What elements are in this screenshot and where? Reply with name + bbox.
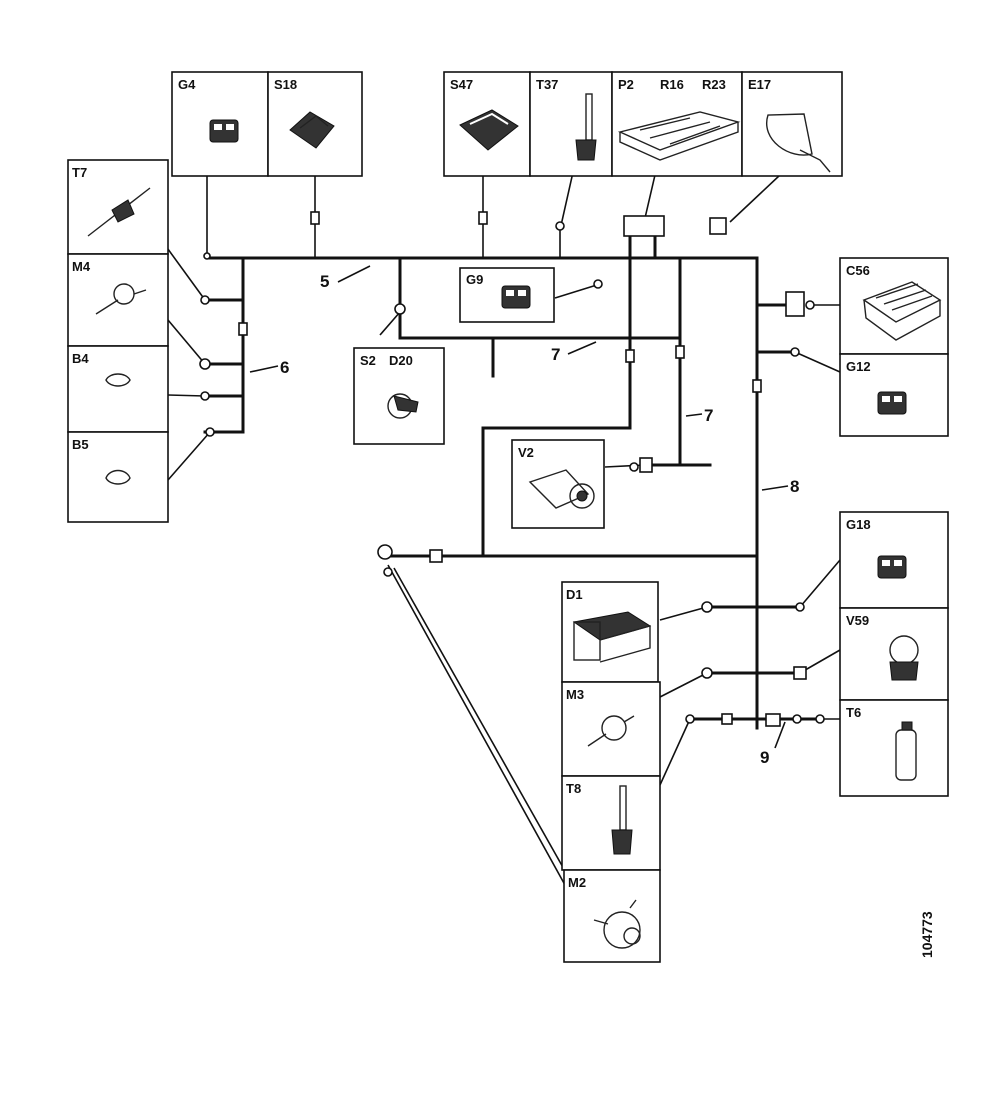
label-g4: G4	[178, 77, 196, 92]
label-p2: P2	[618, 77, 634, 92]
label-b4: B4	[72, 351, 89, 366]
label-r23: R23	[702, 77, 726, 92]
component-v59: V59	[839, 607, 949, 701]
label-m2: M2	[568, 875, 586, 890]
component-m4: M4	[67, 253, 169, 347]
label-g12: G12	[846, 359, 871, 374]
component-s18: S18	[267, 71, 363, 177]
label-s18: S18	[274, 77, 297, 92]
component-g12: G12	[839, 353, 949, 437]
label-g18: G18	[846, 517, 871, 532]
label-t7: T7	[72, 165, 87, 180]
component-s2-d20: S2 D20	[353, 347, 445, 445]
component-t6: T6	[839, 699, 949, 797]
leader-wires	[164, 149, 841, 886]
component-t8: T8	[561, 775, 661, 871]
label-v2: V2	[518, 445, 534, 460]
component-g9: G9	[459, 267, 555, 323]
label-s47: S47	[450, 77, 473, 92]
reference-number: 104773	[919, 911, 935, 958]
label-t6: T6	[846, 705, 861, 720]
label-t8: T8	[566, 781, 581, 796]
component-b4: B4	[67, 345, 169, 433]
component-g18: G18	[839, 511, 949, 609]
component-b5: B5	[67, 431, 169, 523]
component-d1: D1	[561, 581, 659, 683]
harness-7b-label: 7	[704, 406, 713, 425]
harness-9-label: 9	[760, 748, 769, 767]
label-b5: B5	[72, 437, 89, 452]
component-c56: C56	[839, 257, 949, 355]
harness-labels: 5 6 7 7 8 9	[249, 265, 799, 767]
connectors	[199, 211, 825, 727]
label-m3: M3	[566, 687, 584, 702]
harness-8-label: 8	[790, 477, 799, 496]
harness-6-label: 6	[280, 358, 289, 377]
label-e17: E17	[748, 77, 771, 92]
component-m3: M3	[561, 681, 661, 777]
component-e17: E17	[741, 71, 843, 177]
component-t37: T37	[529, 71, 613, 177]
label-c56: C56	[846, 263, 870, 278]
label-v59: V59	[846, 613, 869, 628]
label-r16: R16	[660, 77, 684, 92]
component-g4: G4	[171, 71, 269, 177]
label-s2: S2	[360, 353, 376, 368]
label-t37: T37	[536, 77, 558, 92]
component-t7: T7	[67, 159, 169, 255]
label-m4: M4	[72, 259, 91, 274]
harness-5-label: 5	[320, 272, 329, 291]
label-d1: D1	[566, 587, 583, 602]
label-g9: G9	[466, 272, 483, 287]
harness-wires	[203, 236, 822, 730]
component-p2-r16-r23: P2 R16 R23	[611, 71, 743, 177]
harness-7a-label: 7	[551, 345, 560, 364]
component-v2: V2	[511, 439, 605, 529]
component-s47: S47	[443, 71, 531, 177]
label-d20: D20	[389, 353, 413, 368]
component-m2: M2	[563, 869, 661, 963]
